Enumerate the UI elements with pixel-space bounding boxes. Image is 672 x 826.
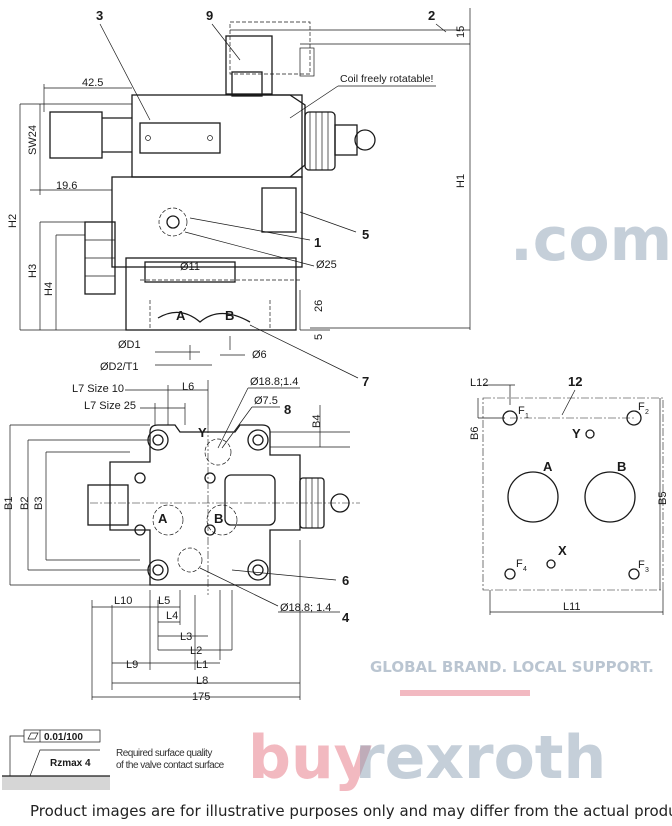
- surface-note-line2: of the valve contact surface: [116, 760, 224, 771]
- dimension-label: L1: [196, 659, 208, 671]
- watermark-buy: buy: [248, 723, 373, 793]
- dimension-label: B: [617, 459, 626, 474]
- dimension-label: B: [225, 308, 234, 323]
- dimension-label: L2: [190, 645, 202, 657]
- dimension-label: 4: [523, 566, 527, 573]
- dimension-label: F: [518, 405, 525, 417]
- watermark-rexroth: rexroth: [355, 723, 606, 793]
- dimension-label: H4: [43, 282, 55, 296]
- dimension-label: 4: [342, 610, 350, 625]
- dimension-label: F: [638, 559, 645, 571]
- dimension-label: 1: [525, 413, 529, 420]
- dimension-label: 19.6: [56, 180, 77, 192]
- dimension-label: 2: [645, 409, 649, 416]
- dimension-label: Ø25: [316, 259, 337, 271]
- dimension-label: L6: [182, 381, 194, 393]
- dimension-label: B5: [657, 492, 669, 505]
- watermark-com: .com: [510, 205, 672, 275]
- dimension-label: H1: [455, 174, 467, 188]
- dimension-label: ØD1: [118, 339, 141, 351]
- dimension-label: Ø18.8; 1.4: [280, 602, 331, 614]
- plan-view: L7 Size 10 L7 Size 25 L6 Ø18.8;1.4 Ø7.5 …: [3, 376, 360, 703]
- dimension-label: ØD2/T1: [100, 361, 139, 373]
- dimension-label: 42.5: [82, 77, 103, 89]
- dimension-label: L4: [166, 610, 178, 622]
- dimension-label: A: [543, 459, 553, 474]
- dimension-label: Ø6: [252, 349, 267, 361]
- mounting-surface-view: L12 12 B6 F 1 F 2 Y A B B5 F 4 X F 3 L11: [469, 374, 669, 615]
- dimension-label: H2: [7, 214, 19, 228]
- dimension-label: 3: [96, 8, 103, 23]
- dimension-label: B: [214, 511, 223, 526]
- dimension-label: Y: [198, 425, 207, 440]
- dimension-label: L5: [158, 595, 170, 607]
- dimension-label: 8: [284, 402, 291, 417]
- surface-note-line1: Required surface quality: [116, 748, 212, 759]
- dimension-label: 3: [645, 567, 649, 574]
- dimension-label: B2: [19, 497, 31, 510]
- surface-spec-symbol: 0.01/100 Rzmax 4: [2, 729, 110, 790]
- dimension-label: A: [158, 511, 168, 526]
- dimension-label: L7 Size 25: [84, 400, 136, 412]
- dimension-label: A: [176, 308, 186, 323]
- dimension-label: 175: [192, 691, 210, 703]
- dimension-label: B6: [469, 427, 481, 440]
- dimension-label: 12: [568, 374, 582, 389]
- dimension-label: H3: [27, 264, 39, 278]
- dimension-label: 2: [428, 8, 435, 23]
- dimension-label: Y: [572, 426, 581, 441]
- disclaimer-footer: Product images are for illustrative purp…: [30, 802, 672, 820]
- dimension-label: L10: [114, 595, 132, 607]
- dimension-label: F: [638, 401, 645, 413]
- dimension-label: 7: [362, 374, 369, 389]
- dimension-label: X: [558, 543, 567, 558]
- dimension-label: 9: [206, 8, 213, 23]
- dimension-label: F: [516, 558, 523, 570]
- watermark: buy rexroth .com GLOBAL BRAND. LOCAL SUP…: [248, 205, 672, 793]
- dimension-label: Rzmax 4: [50, 758, 91, 769]
- dimension-label: Ø11: [180, 261, 200, 273]
- dimension-label: 5: [313, 334, 325, 340]
- dimension-label: B3: [33, 497, 45, 510]
- dimension-label: L12: [470, 377, 488, 389]
- dimension-label: Coil freely rotatable!: [340, 73, 433, 85]
- watermark-tagline: GLOBAL BRAND. LOCAL SUPPORT.: [370, 658, 654, 676]
- dimension-label: L7 Size 10: [72, 383, 124, 395]
- dimension-label: L8: [196, 675, 208, 687]
- dimension-label: B4: [311, 415, 323, 428]
- dimension-label: 6: [342, 573, 349, 588]
- dimension-label: 1: [314, 235, 321, 250]
- dimension-label: 5: [362, 227, 369, 242]
- dimension-label: B1: [3, 497, 15, 510]
- dimension-label: L9: [126, 659, 138, 671]
- dimension-label: 0.01/100: [44, 732, 83, 743]
- dimension-label: 26: [313, 300, 325, 312]
- dimension-label: L3: [180, 631, 192, 643]
- watermark-bar: [400, 690, 530, 696]
- dimension-label: SW24: [27, 125, 39, 155]
- dimension-label: L11: [563, 601, 581, 613]
- side-view: 3 9 2 15 42.5 SW24 Coil freely rotatable…: [7, 8, 471, 389]
- dimension-label: Ø18.8;1.4: [250, 376, 298, 388]
- dimension-label: Ø7.5: [254, 395, 278, 407]
- dimension-label: 15: [455, 26, 467, 38]
